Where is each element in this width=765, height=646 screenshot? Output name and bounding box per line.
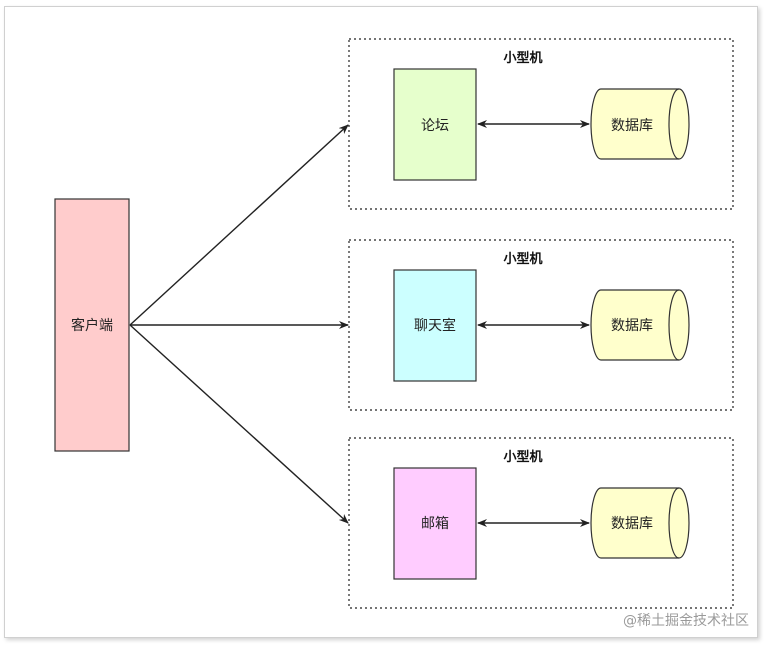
database-cylinder-chat xyxy=(590,289,690,361)
database-label-chat: 数据库 xyxy=(611,318,653,334)
client-label: 客户端 xyxy=(71,317,113,334)
watermark: @稀土掘金技术社区 xyxy=(623,613,749,629)
database-cylinder-mail xyxy=(590,487,690,559)
mailbox-label: 邮箱 xyxy=(421,516,449,532)
arrow-client-to-forum xyxy=(129,124,349,326)
arrow-client-to-mail xyxy=(129,324,349,524)
forum-label: 论坛 xyxy=(421,118,449,134)
client-node xyxy=(54,198,130,452)
group-title-mail: 小型机 xyxy=(503,449,542,465)
database-label-mail: 数据库 xyxy=(611,516,653,532)
forum-node xyxy=(393,68,477,181)
chat-room-node xyxy=(393,269,477,382)
database-label-forum: 数据库 xyxy=(611,118,653,134)
group-title-forum: 小型机 xyxy=(503,50,542,66)
mailbox-node xyxy=(393,467,477,580)
chat-room-label: 聊天室 xyxy=(414,317,456,334)
group-title-chat: 小型机 xyxy=(503,251,542,267)
group-box-forum xyxy=(348,38,734,210)
database-cylinder-forum xyxy=(590,88,690,160)
group-box-chat xyxy=(348,239,734,411)
group-box-mail xyxy=(348,437,734,609)
